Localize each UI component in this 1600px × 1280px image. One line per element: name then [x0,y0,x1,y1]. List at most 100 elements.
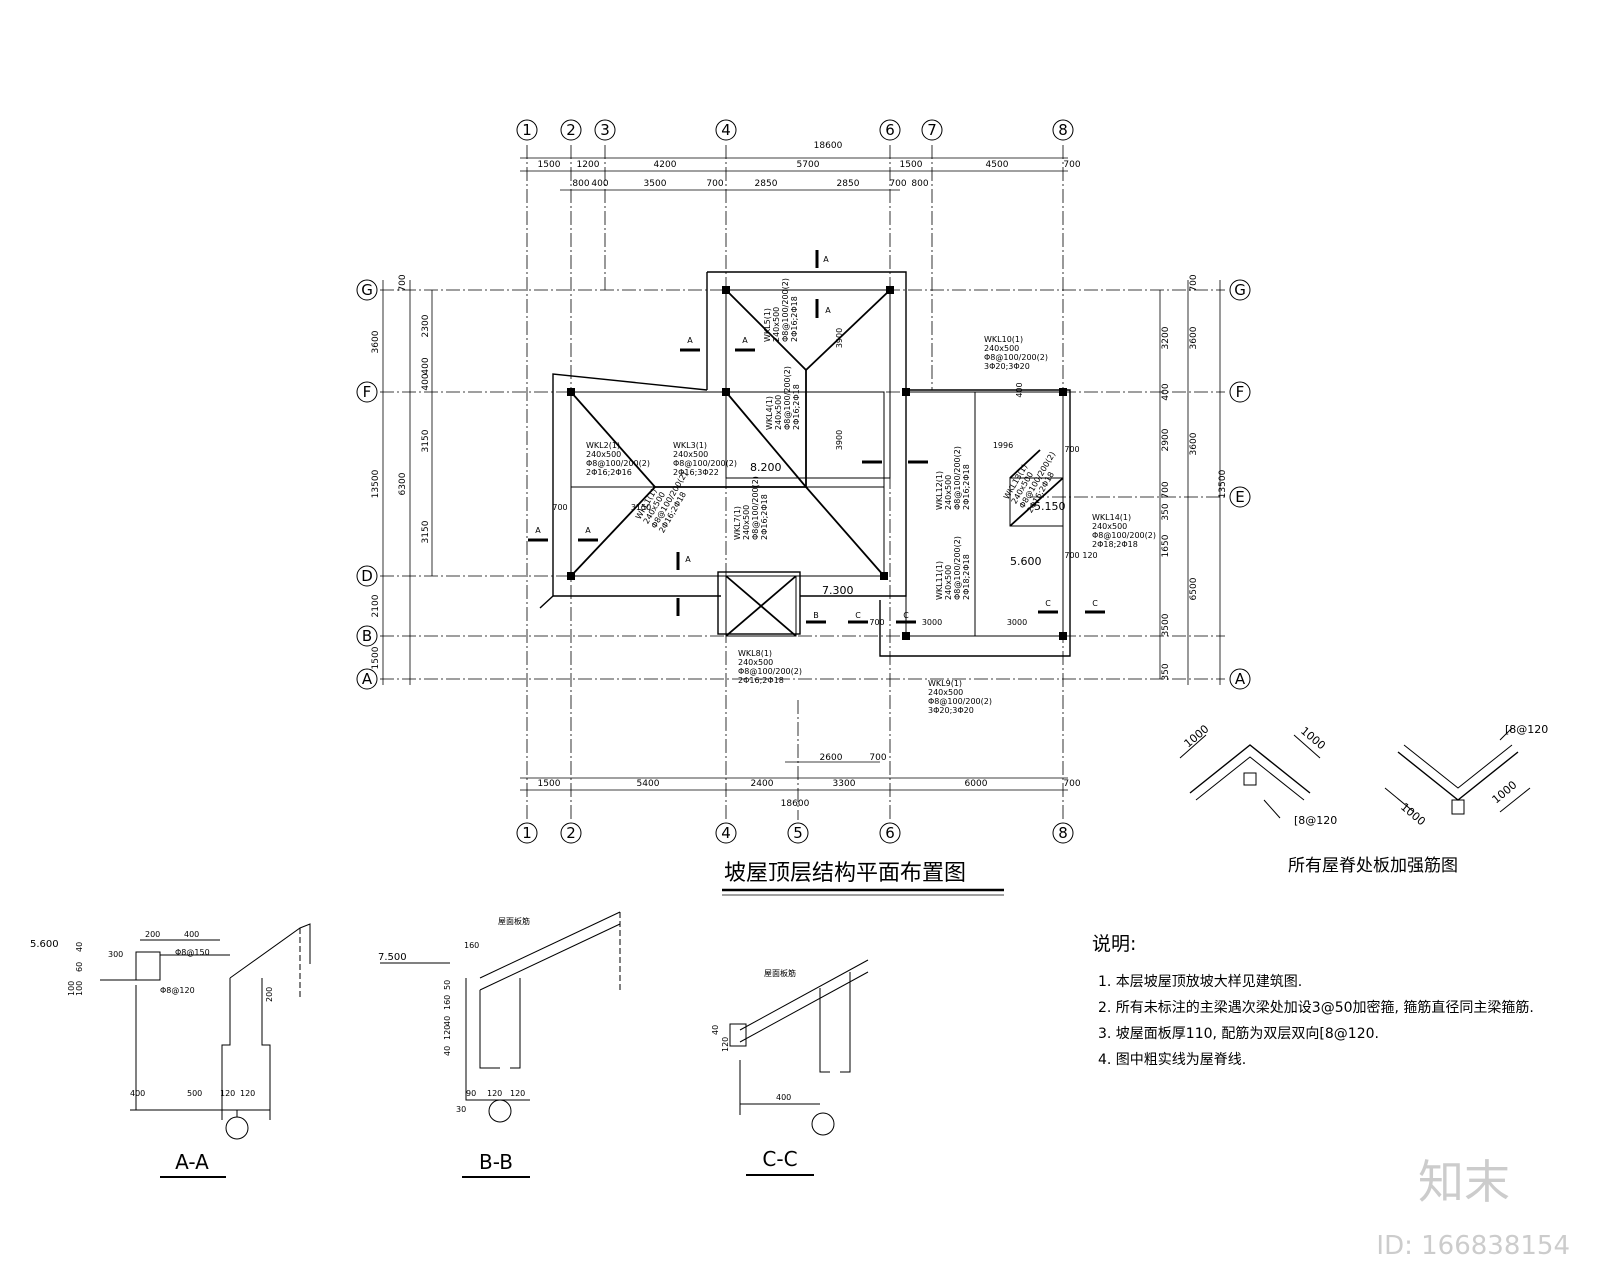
dim-left: 3150 [421,520,431,543]
axis-label-bottom: 2 [566,824,576,842]
dim-bottom-inner: 2600 [820,753,843,763]
dim-left: 400 [421,373,431,390]
beam-annotation: WKL14(1) 240x500 Φ8@100/200(2) 2Φ18;2Φ18 [1092,513,1156,549]
axis-label-left: F [363,383,372,401]
svg-text:240x500: 240x500 [673,450,708,459]
axis-bubble [594,119,616,141]
svg-text:240x500: 240x500 [944,475,953,510]
dim-top2: 2850 [755,179,778,189]
svg-text:2Φ16;2Φ18: 2Φ16;2Φ18 [962,464,971,510]
axis-label-bottom: 1 [522,824,532,842]
svg-text:Φ8@100/200(2): Φ8@100/200(2) [738,667,802,676]
aa-elevation: 5.600 [30,939,59,950]
dim-left: 700 [398,274,408,291]
svg-text:WKL11(1): WKL11(1) [935,561,944,600]
axis-bubble [516,119,538,141]
svg-text:Φ8@100/200(2): Φ8@100/200(2) [586,459,650,468]
beam-annotation: WKL9(1) 240x500 Φ8@100/200(2) 3Φ20;3Φ20 [928,679,992,715]
section-cc-labels: 屋面板筋 400 40 120 [711,968,796,1102]
svg-text:WKL9(1): WKL9(1) [928,679,962,688]
section-aa-title: A-A [175,1150,209,1174]
svg-text:WKL14(1): WKL14(1) [1092,513,1131,522]
bb-dim: 30 [456,1105,466,1114]
svg-text:2Φ16;2Φ18: 2Φ16;2Φ18 [792,384,801,430]
bb-dim: 90 [466,1089,476,1098]
svg-text:2Φ18;2Φ18: 2Φ18;2Φ18 [1092,540,1138,549]
dim-bottom: 5400 [637,779,660,789]
bb-dim: 120 [443,1025,452,1040]
svg-text:3Φ20;3Φ20: 3Φ20;3Φ20 [928,706,974,715]
ridge-dim: 1000 [1182,722,1212,750]
axis-bubbles-right [1229,279,1251,690]
plan-title: 坡屋顶层结构平面布置图 [724,861,966,886]
axis-label-top: 3 [600,121,610,139]
note-item: 4. 图中粗实线为屋脊线. [1098,1052,1246,1068]
inner-dim: 700 [1064,551,1079,560]
dim-top: 700 [1063,160,1080,170]
axis-label-left: D [361,567,373,585]
svg-text:WKL7(1): WKL7(1) [733,506,742,540]
ridge-rebar: [8@120 [1505,723,1548,736]
bb-dim: 40 [443,1046,452,1056]
section-cc [729,959,869,1136]
dim-top: 1500 [538,160,561,170]
dim-left: 2100 [371,594,381,617]
dim-top2: 3500 [644,179,667,189]
svg-text:Φ8@100/200(2): Φ8@100/200(2) [783,366,792,430]
section-letter: A [535,526,541,535]
svg-text:Φ8@100/200(2): Φ8@100/200(2) [953,446,962,510]
elevation-label: 5.600 [1010,555,1042,568]
dim-lines-top [382,157,1221,791]
watermark: 知末 ID: 166838154 [1376,1155,1570,1261]
axis-bubble [921,119,943,141]
dim-bottom: 700 [1063,779,1080,789]
beam-annotation: WKL4(1) 240x500 Φ8@100/200(2) 2Φ16;2Φ18 [765,366,801,430]
svg-text:WKL8(1): WKL8(1) [738,649,772,658]
svg-text:WKL10(1): WKL10(1) [984,335,1023,344]
bb-dim: 160 [443,995,452,1010]
ridge-rebar: [8@120 [1294,814,1337,827]
bb-dim: 160 [464,941,479,950]
dim-top2: 700 [706,179,723,189]
elevation-label: 8.200 [750,461,782,474]
axis-bubble [715,119,737,141]
inner-dim: 400 [1015,382,1024,397]
axis-label-bottom: 6 [885,824,895,842]
dim-top: 1200 [577,160,600,170]
aa-dim: 40 [75,942,84,952]
svg-text:Φ8@100/200(2): Φ8@100/200(2) [673,459,737,468]
section-letter: A [742,336,748,345]
dim-right: 3600 [1189,326,1199,349]
section-aa-title-group: A-A [160,1150,226,1178]
svg-text:Φ8@100/200(2): Φ8@100/200(2) [751,476,760,540]
bb-dim: 50 [443,980,452,990]
svg-text:2Φ16;2Φ18: 2Φ16;2Φ18 [790,296,799,342]
svg-text:240x500: 240x500 [1092,522,1127,531]
dim-left: 400 [421,357,431,374]
beam-annotation: WKL2(1) 240x500 Φ8@100/200(2) 2Φ16;2Φ16 [586,441,650,477]
dim-bottom-inner: 700 [869,753,886,763]
section-letters: A A A A A A A B C C C C [535,255,1098,620]
svg-text:Φ8@100/200(2): Φ8@100/200(2) [953,536,962,600]
axis-label-top: 1 [522,121,532,139]
dim-top: 4200 [654,160,677,170]
dim-left: 13500 [371,469,381,498]
dim-right: 3200 [1161,326,1171,349]
section-letter: A [823,255,829,264]
dim-top: 5700 [797,160,820,170]
svg-text:WKL4(1): WKL4(1) [765,396,774,430]
inner-dim: 700 [552,503,567,512]
columns [567,286,1067,640]
dim-bottom: 6000 [965,779,988,789]
svg-text:2Φ16;2Φ18: 2Φ16;2Φ18 [738,676,784,685]
axis-label-top: 4 [721,121,731,139]
aa-dim: 120 [240,1089,255,1098]
axis-label-left: G [361,281,373,299]
ridge-dim: 1000 [1398,800,1428,828]
aa-rebar: Φ8@150 [175,948,210,957]
section-letter: C [903,611,909,620]
dim-right: 1650 [1161,534,1171,557]
beam-annotation: WKL5(1) 240x500 Φ8@100/200(2) 2Φ16;2Φ18 [763,278,799,342]
svg-text:240x500: 240x500 [586,450,621,459]
